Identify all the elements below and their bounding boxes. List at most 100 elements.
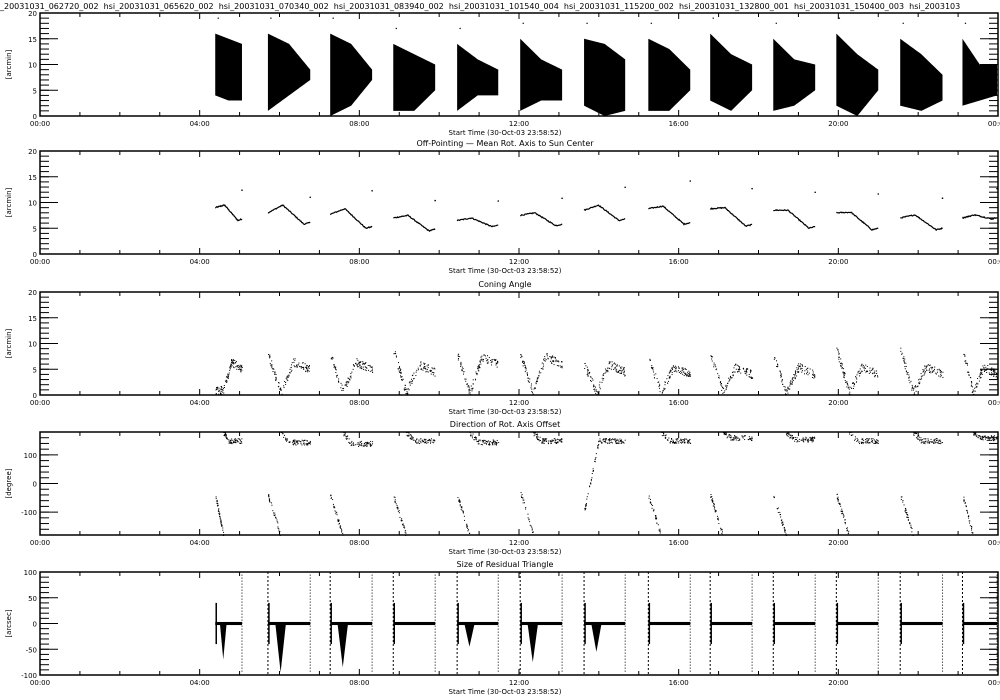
coning-point xyxy=(781,373,783,375)
coning-point xyxy=(460,361,462,363)
direction-point xyxy=(981,436,983,438)
direction-point xyxy=(720,529,722,531)
direction-point xyxy=(370,440,372,442)
coning-point xyxy=(680,372,682,374)
direction-point xyxy=(917,436,919,438)
coning-point xyxy=(364,362,366,364)
coning-point xyxy=(359,367,361,369)
direction-point xyxy=(710,494,712,496)
coning-point xyxy=(288,376,290,378)
y-tick-label: 100 xyxy=(24,452,37,460)
direction-point xyxy=(479,440,481,442)
direction-point xyxy=(400,519,402,521)
direction-point xyxy=(337,518,339,520)
coning-point xyxy=(602,379,604,381)
coning-point xyxy=(797,364,799,366)
direction-point xyxy=(614,438,616,440)
coning-point xyxy=(476,374,478,376)
direction-point xyxy=(610,441,612,443)
direction-point xyxy=(729,434,731,436)
coning-point xyxy=(971,392,973,394)
direction-point xyxy=(994,439,996,441)
coning-point xyxy=(412,380,414,382)
coning-point xyxy=(797,371,799,373)
coning-point xyxy=(843,373,845,375)
direction-point xyxy=(971,528,973,530)
coning-point xyxy=(794,370,796,372)
coning-point xyxy=(272,368,274,370)
direction-point xyxy=(237,438,239,440)
direction-point xyxy=(590,483,592,485)
coning-point xyxy=(490,362,492,364)
direction-point xyxy=(783,527,785,529)
direction-point xyxy=(488,441,490,443)
coning-point xyxy=(586,366,588,368)
direction-point xyxy=(847,533,849,535)
coning-point xyxy=(283,386,285,388)
coning-point xyxy=(234,360,236,362)
coning-point xyxy=(843,375,845,377)
outlier-point xyxy=(877,193,880,195)
coning-point xyxy=(688,375,690,377)
coning-point xyxy=(359,361,361,363)
coning-point xyxy=(664,381,666,383)
coning-point xyxy=(837,351,839,353)
coning-point xyxy=(479,361,481,363)
direction-point xyxy=(739,439,741,441)
coning-point xyxy=(307,369,309,371)
direction-point xyxy=(269,500,271,502)
coning-point xyxy=(485,357,487,359)
coning-point xyxy=(752,377,754,379)
direction-point xyxy=(591,477,593,479)
coning-point xyxy=(610,368,612,370)
coning-point xyxy=(596,390,598,392)
direction-point xyxy=(809,436,811,438)
direction-point xyxy=(337,520,339,522)
direction-point xyxy=(748,436,750,438)
direction-point xyxy=(982,439,984,441)
off-pointing-line xyxy=(773,209,816,230)
x-tick-label: 08:00 xyxy=(349,258,369,266)
direction-point xyxy=(533,432,535,433)
coning-point xyxy=(466,384,468,386)
direction-point xyxy=(430,438,432,440)
direction-point xyxy=(542,439,544,441)
direction-point xyxy=(544,440,546,442)
direction-point xyxy=(969,525,971,527)
coning-point xyxy=(904,358,906,360)
direction-point xyxy=(403,526,405,528)
direction-point xyxy=(268,499,270,501)
coning-point xyxy=(365,370,367,372)
coning-point xyxy=(799,365,801,367)
direction-point xyxy=(609,442,611,444)
direction-point xyxy=(339,525,341,527)
direction-point xyxy=(940,440,942,442)
direction-point xyxy=(408,435,410,437)
coning-point xyxy=(605,371,607,373)
outlier-point xyxy=(838,17,841,19)
x-tick-label: 12:00 xyxy=(509,539,529,547)
direction-point xyxy=(967,512,969,514)
coning-point xyxy=(524,371,526,373)
coning-point xyxy=(406,393,408,395)
direction-point xyxy=(672,442,674,444)
direction-point xyxy=(585,504,587,506)
direction-point xyxy=(676,439,678,441)
coning-point xyxy=(838,356,840,358)
coning-point xyxy=(690,375,692,377)
coning-point xyxy=(475,379,477,381)
coning-point xyxy=(595,389,597,391)
direction-point xyxy=(485,442,487,444)
coning-point xyxy=(938,368,940,370)
coning-point xyxy=(913,393,915,395)
coning-point xyxy=(678,367,680,369)
direction-point xyxy=(332,499,334,501)
coning-point xyxy=(711,358,713,360)
coning-point xyxy=(972,389,974,391)
coning-point xyxy=(866,371,868,373)
coning-point xyxy=(858,370,860,372)
direction-point xyxy=(401,518,403,520)
coning-point xyxy=(545,353,547,355)
direction-point xyxy=(228,439,230,441)
direction-point xyxy=(749,437,751,439)
